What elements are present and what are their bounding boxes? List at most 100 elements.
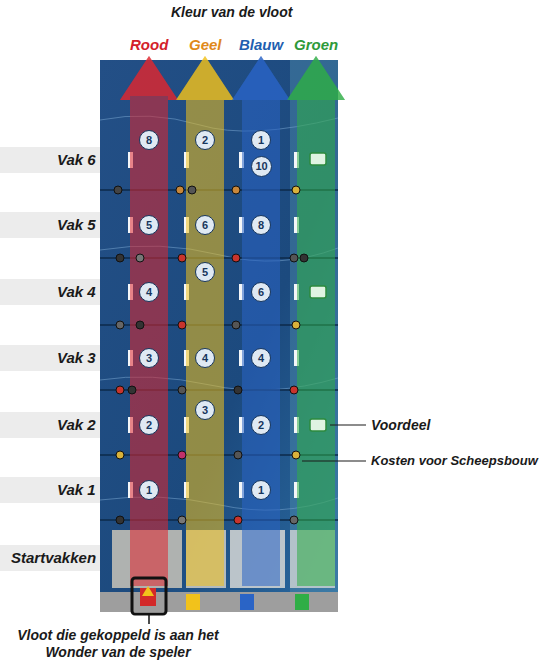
board-art (142, 586, 154, 596)
board-art (186, 594, 200, 610)
board-art (0, 477, 100, 503)
value-number: 3 (202, 405, 208, 416)
value-circle: 1 (251, 130, 271, 150)
board-art (0, 279, 100, 305)
board-art (136, 254, 144, 262)
row-label: Startvakken (11, 549, 96, 566)
value-circle: 2 (251, 415, 271, 435)
board-art (232, 186, 240, 194)
value-circle: 4 (251, 348, 271, 368)
value-number: 1 (258, 485, 264, 496)
board-art (290, 516, 298, 524)
value-circle: 4 (195, 348, 215, 368)
value-circle: 5 (139, 215, 159, 235)
value-number: 6 (258, 287, 264, 298)
value-circle: 8 (251, 215, 271, 235)
value-circle: 5 (195, 262, 215, 282)
board-art (0, 545, 100, 571)
board-art (242, 96, 280, 586)
board-art (0, 147, 100, 173)
board-art (114, 186, 308, 524)
board-art (188, 186, 196, 194)
board-art (116, 321, 124, 329)
board-art (330, 424, 366, 425)
board-art (116, 451, 124, 459)
value-number: 1 (258, 135, 264, 146)
value-number: 4 (258, 353, 264, 364)
board-art (100, 60, 338, 592)
value-circle: 4 (139, 282, 159, 302)
value-circle: 6 (195, 215, 215, 235)
board-art (120, 56, 178, 100)
board-art (240, 594, 254, 610)
value-circle: 10 (251, 156, 272, 177)
row-label: Vak 3 (57, 349, 96, 366)
board-art (297, 96, 335, 586)
value-circle: 6 (251, 282, 271, 302)
value-number: 10 (255, 161, 267, 172)
value-number: 4 (202, 353, 208, 364)
board-art (178, 254, 186, 262)
value-circle: 2 (139, 415, 159, 435)
board-art (300, 254, 308, 262)
value-number: 2 (258, 420, 264, 431)
callout-label: Kosten voor Scheepsbouw (371, 453, 538, 468)
row-label: Vak 2 (57, 416, 96, 433)
value-number: 4 (146, 287, 152, 298)
board-art (128, 386, 136, 394)
board-art (120, 56, 345, 586)
board-art (290, 386, 298, 394)
value-circle: 3 (195, 400, 215, 420)
board-art (176, 56, 234, 100)
board-art (290, 254, 298, 262)
board-art (176, 186, 184, 194)
fleet-color: Groen (294, 36, 338, 53)
board-art (116, 386, 124, 394)
board-art (136, 321, 144, 329)
board-art (287, 56, 345, 100)
board-art (130, 96, 168, 586)
value-number: 3 (146, 353, 152, 364)
board-art (295, 594, 309, 610)
callout-label: Voordeel (371, 417, 430, 433)
fleet-color: Geel (189, 36, 222, 53)
board-art (178, 386, 186, 394)
board-art (114, 186, 122, 194)
board-art (287, 56, 345, 100)
board-art (302, 460, 366, 461)
board-art (232, 254, 240, 262)
board-art (0, 212, 100, 238)
board-art (120, 56, 345, 100)
board-art (292, 321, 300, 329)
value-number: 8 (146, 135, 152, 146)
value-circle: 8 (139, 130, 159, 150)
board-art (176, 56, 234, 100)
value-number: 2 (202, 135, 208, 146)
value-number: 5 (202, 267, 208, 278)
board-art (100, 592, 338, 612)
board-art (178, 451, 186, 459)
board-art (232, 56, 290, 100)
board-art (310, 153, 326, 431)
board-art (178, 321, 186, 329)
board-art (116, 516, 124, 524)
board-art (120, 56, 178, 100)
board-art (148, 615, 150, 624)
value-number: 2 (146, 420, 152, 431)
board-art (232, 321, 240, 329)
value-circle: 1 (139, 480, 159, 500)
value-number: 1 (146, 485, 152, 496)
board-art (234, 451, 242, 459)
row-label: Vak 1 (57, 481, 96, 498)
value-number: 5 (146, 220, 152, 231)
fleet-color: Blauw (239, 36, 283, 53)
board-art (0, 345, 100, 371)
board-art (132, 578, 166, 614)
diagram-title: Kleur van de vloot (171, 4, 292, 20)
value-number: 8 (258, 220, 264, 231)
board-art (292, 186, 300, 194)
value-number: 6 (202, 220, 208, 231)
row-label: Vak 4 (57, 283, 96, 300)
board-art (310, 153, 326, 165)
